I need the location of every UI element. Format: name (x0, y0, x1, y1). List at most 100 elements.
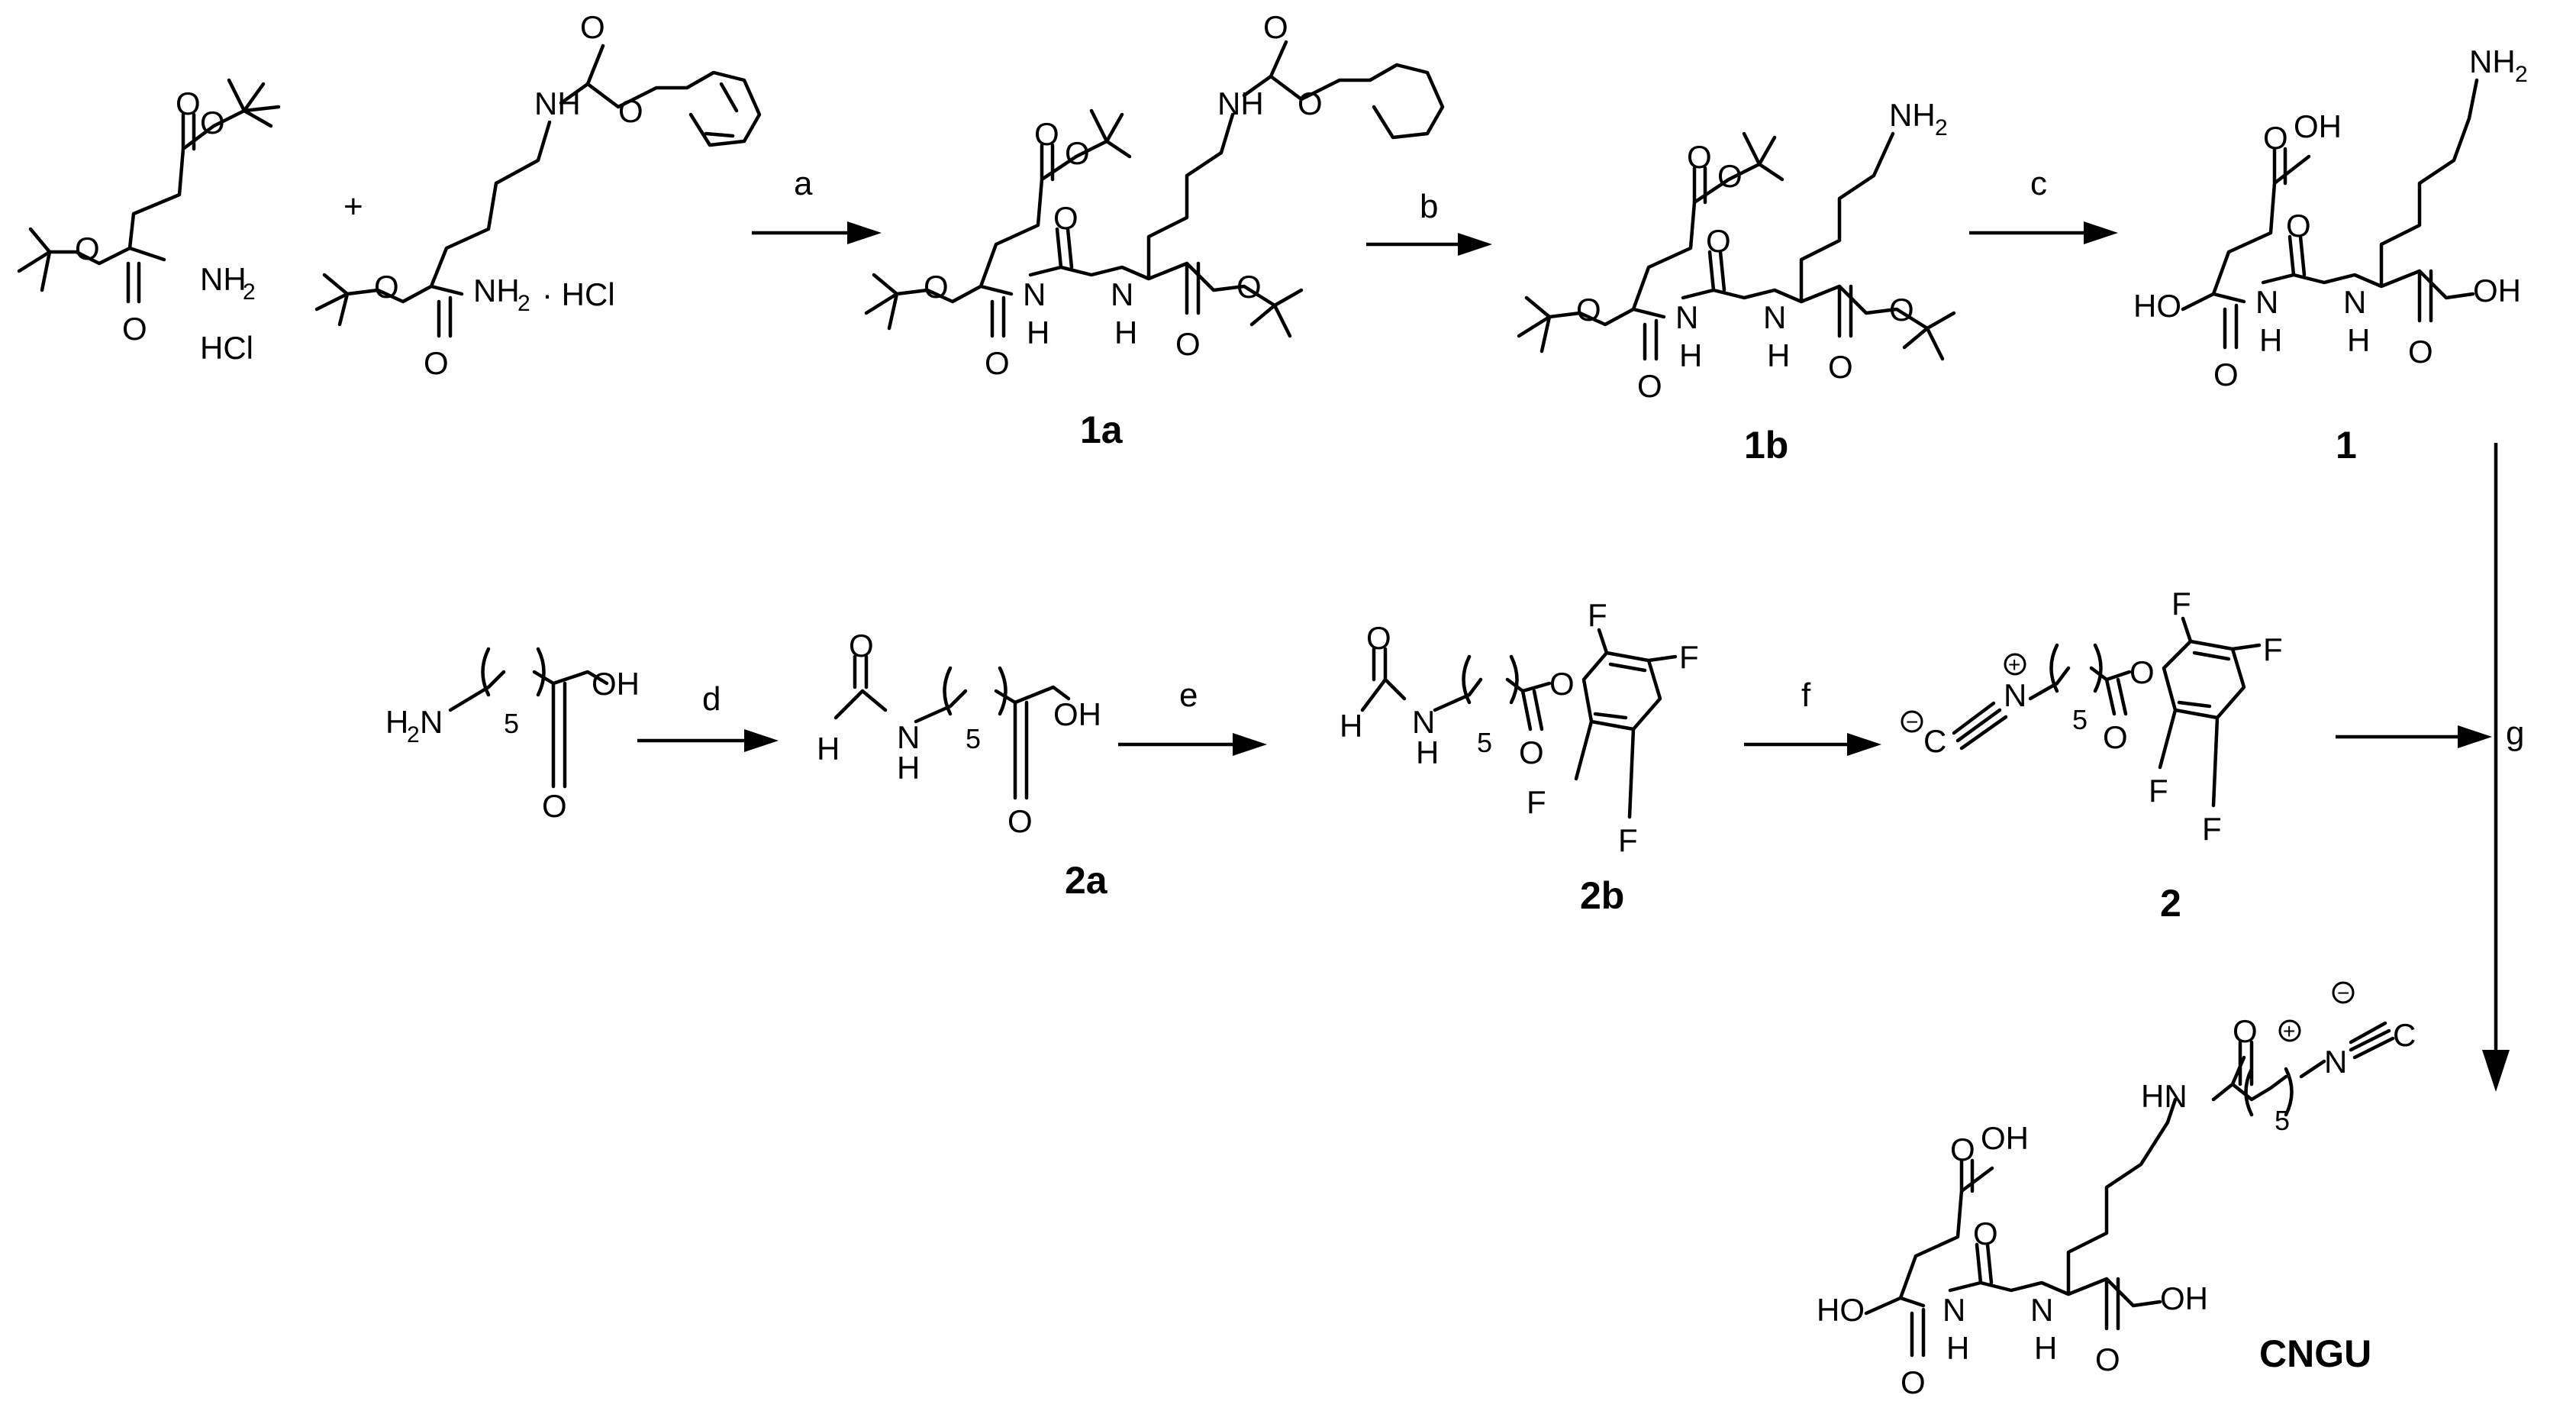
hydroxyl-ho: HO (1817, 1292, 1865, 1328)
fluorine: F (2202, 811, 2222, 847)
step-label-g: g (2506, 715, 2524, 752)
atom-o: O (1889, 292, 1914, 328)
atom-o: O (424, 345, 449, 381)
step-label-f: f (1801, 676, 1811, 714)
hydroxyl-ho: HO (2133, 288, 2181, 324)
amide-nh: H (1416, 735, 1439, 770)
formyl-h: H (1340, 708, 1362, 744)
atom-o: O (2103, 719, 2128, 755)
urea-nh: N (2030, 1292, 2053, 1328)
positive-charge: + (2283, 1019, 2295, 1043)
arrow-step-b: b (1366, 188, 1492, 256)
arrow-step-e: e (1118, 676, 1267, 756)
urea-nh: H (2347, 322, 2370, 358)
ester-o: O (1549, 666, 1575, 702)
chain-count-5: 5 (504, 708, 519, 739)
atom-o: O (1519, 735, 1544, 770)
negative-charge: − (1906, 710, 1918, 734)
atom-o: O (580, 9, 605, 45)
arrow-step-d: d (637, 680, 779, 752)
atom-o: O (176, 86, 201, 121)
hcl-salt: HCl (200, 330, 253, 366)
atom-o: O (924, 269, 949, 305)
compound-label-1b: 1b (1744, 424, 1788, 467)
arrow-step-g: g (2482, 443, 2524, 1092)
atom-o: O (1950, 1132, 1975, 1167)
urea-nh: H (1114, 315, 1137, 350)
atom-o: O (1717, 158, 1743, 194)
compound-1a-structure: O O O O N H O N H O O NH O O 1a (864, 9, 1445, 451)
atom-o: O (1901, 1364, 1926, 1400)
atom-o: O (200, 105, 225, 140)
compound-2-structure: C − N + 5 O O F F F F 2 (1901, 586, 2283, 925)
negative-charge: − (2337, 981, 2349, 1005)
arrow-step-a: a (752, 165, 882, 244)
hydroxyl-oh: OH (2294, 108, 2342, 144)
atom-o: O (122, 311, 147, 347)
step-label-c: c (2030, 165, 2047, 202)
atom-o: O (1008, 803, 1033, 839)
chain-count-5: 5 (2275, 1105, 2290, 1136)
arrow-2-to-g (2336, 725, 2492, 748)
fluorine: F (2149, 773, 2168, 809)
atom-o: O (1263, 9, 1288, 45)
subscript-2: 2 (243, 279, 256, 305)
urea-nh: N (1942, 1292, 1965, 1328)
carbamate-nh: NH (534, 86, 581, 121)
atom-o: O (985, 345, 1010, 381)
compound-2b-structure: O H N H 5 O O F F F F 2b (1340, 597, 1699, 917)
atom-o: O (1828, 349, 1853, 385)
ester-o: O (2129, 654, 2155, 690)
urea-nh: H (1767, 337, 1790, 373)
urea-nh: N (1763, 299, 1786, 335)
urea-nh: N (2255, 284, 2278, 320)
compound-label-cngu: CNGU (2259, 1332, 2371, 1375)
urea-nh: H (2259, 322, 2282, 358)
step-label-b: b (1420, 188, 1438, 225)
carbamate-nh: NH (1217, 86, 1264, 121)
hydroxyl-oh: OH (1981, 1120, 2029, 1156)
fluorine: F (1618, 822, 1638, 858)
amide-hn: HN (2141, 1078, 2188, 1114)
cngu-structure: HO O O OH N H O N H O OH HN O 5 N + C − … (1817, 981, 2416, 1400)
glutamate-di-tert-butyl-ester: O O O O NH 2 HCl (17, 78, 281, 366)
isocyanide-nitrogen: N (2004, 677, 2026, 713)
compound-label-1: 1 (2336, 424, 2357, 467)
amide-nh: H (897, 750, 920, 786)
atom-o: O (2095, 1342, 2120, 1377)
chain-count-5: 5 (2072, 704, 2088, 735)
atom-o: O (542, 788, 567, 824)
fluorine: F (2263, 631, 2283, 667)
plus-sign: + (343, 188, 363, 225)
compound-label-2b: 2b (1580, 874, 1624, 917)
cbz-lysine-tert-butyl-ester: O O NH 2 · HCl NH O O (314, 9, 762, 381)
amine-h2n: H (385, 704, 408, 740)
compound-label-1a: 1a (1080, 408, 1124, 451)
atom-o: O (1236, 269, 1262, 305)
atom-o: O (1706, 223, 1731, 259)
compound-1-structure: HO O O OH N H O N H O OH NH 2 1 (2133, 44, 2528, 467)
positive-charge: + (2008, 653, 2020, 676)
hydroxyl-oh: OH (2473, 273, 2521, 308)
chain-count-5: 5 (1477, 727, 1492, 758)
atom-o: O (1034, 116, 1059, 152)
aminohexanoic-acid-structure: H 2 N 5 OH O (385, 647, 640, 824)
atom-o: O (75, 231, 100, 266)
atom-o: O (2263, 120, 2288, 156)
atom-o: O (1637, 368, 1662, 404)
amide-nh: N (1412, 704, 1435, 740)
hydroxyl-oh: OH (1053, 696, 1101, 732)
atom-o: O (2233, 1013, 2258, 1049)
amine-nh2: NH (1889, 97, 1936, 133)
atom-o: O (849, 628, 874, 664)
arrow-step-c: c (1969, 165, 2118, 244)
compound-2a-structure: O H N H 5 OH O 2a (817, 628, 1108, 902)
atom-o: O (1065, 135, 1090, 171)
isocyanide-carbon: C (1923, 723, 1946, 759)
urea-nh: H (1946, 1330, 1969, 1366)
atom-o: O (1298, 86, 1323, 121)
urea-nh: N (1675, 299, 1698, 335)
atom-o: O (2408, 334, 2433, 370)
amine-nh2: NH (473, 273, 520, 308)
compound-1b-structure: O O O O N H O N H O O NH 2 1b (1517, 97, 1956, 467)
